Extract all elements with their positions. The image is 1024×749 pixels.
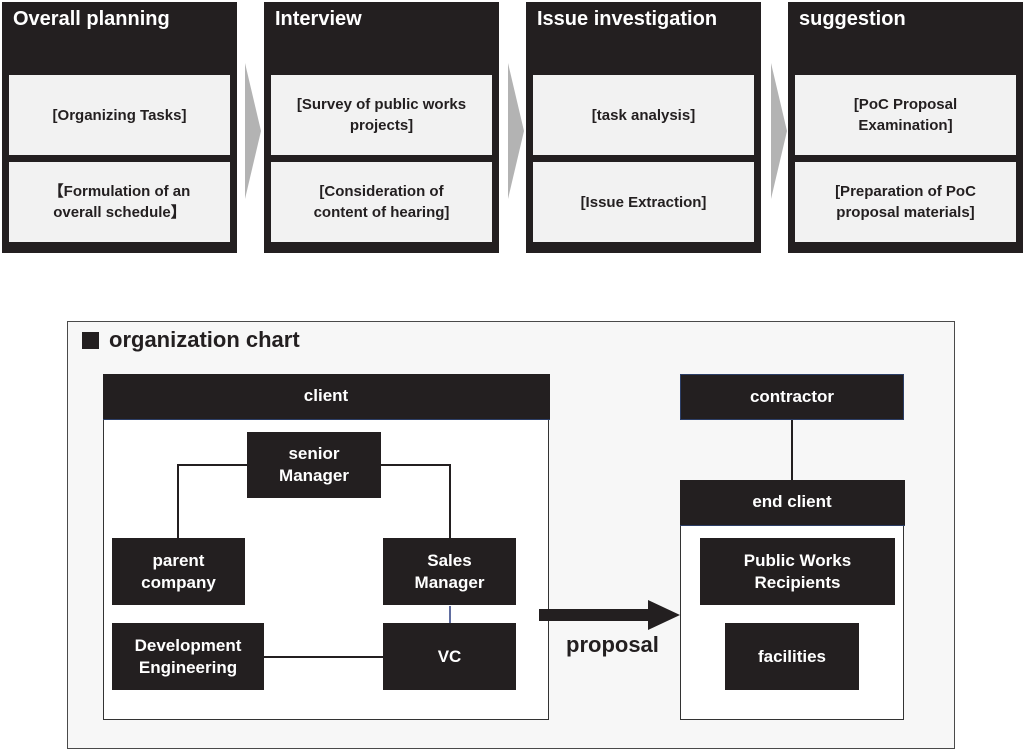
node-contractor: contractor bbox=[680, 374, 904, 420]
phase-issue-investigation: Issue investigation [task analysis] [Iss… bbox=[526, 2, 761, 253]
client-header: client bbox=[102, 373, 550, 420]
task-box: [Survey of public works projects] bbox=[271, 75, 492, 155]
proposal-label: proposal bbox=[566, 632, 659, 657]
org-chart-title-text: organization chart bbox=[109, 327, 300, 352]
node-sales-manager: Sales Manager bbox=[383, 538, 516, 605]
end-client-header: end client bbox=[679, 479, 905, 526]
node-public-works-recipients: Public Works Recipients bbox=[700, 538, 895, 605]
task-box: [PoC Proposal Examination] bbox=[795, 75, 1016, 155]
task-box: [Organizing Tasks] bbox=[9, 75, 230, 155]
task-box: [Preparation of PoC proposal materials] bbox=[795, 162, 1016, 242]
task-box: [task analysis] bbox=[533, 75, 754, 155]
phase-title: suggestion bbox=[799, 8, 906, 30]
proposal-arrow-icon bbox=[539, 600, 680, 630]
node-vc: VC bbox=[383, 623, 516, 690]
connector-senior-sales bbox=[381, 464, 451, 538]
task-box: [Issue Extraction] bbox=[533, 162, 754, 242]
phase-title: Overall planning bbox=[13, 8, 170, 30]
task-box: [Consideration of content of hearing] bbox=[271, 162, 492, 242]
node-senior-manager: senior Manager bbox=[247, 432, 381, 498]
phase-title: Issue investigation bbox=[537, 8, 718, 30]
connector-senior-parent bbox=[177, 464, 247, 538]
phase-title: Interview bbox=[275, 8, 362, 30]
square-bullet-icon bbox=[82, 331, 99, 349]
phase-interview: Interview [Survey of public works projec… bbox=[264, 2, 499, 253]
phase-suggestion: suggestion [PoC Proposal Examination] [P… bbox=[788, 2, 1023, 253]
task-box: 【Formulation of an overall schedule】 bbox=[9, 162, 230, 242]
org-chart-title: organization chart bbox=[82, 327, 300, 353]
phase-overall-planning: Overall planning [Organizing Tasks] 【For… bbox=[2, 2, 237, 253]
node-development-engineering: Development Engineering bbox=[112, 623, 264, 690]
node-parent-company: parent company bbox=[112, 538, 245, 605]
node-facilities: facilities bbox=[725, 623, 859, 690]
